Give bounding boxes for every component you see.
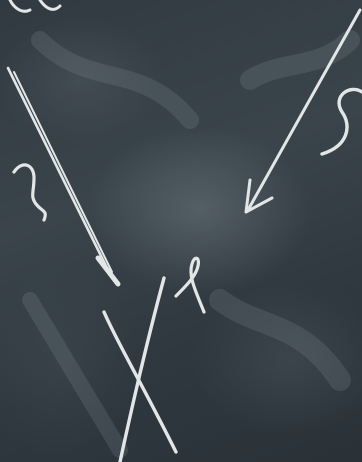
partial-letter-top-left xyxy=(10,0,60,11)
squiggle-left xyxy=(14,165,45,220)
letter-s-right-edge xyxy=(322,89,362,154)
eraser-smudges xyxy=(30,40,350,450)
superscript-digit-2 xyxy=(176,258,204,312)
chalk-arrow-long-diagonal xyxy=(8,68,118,284)
